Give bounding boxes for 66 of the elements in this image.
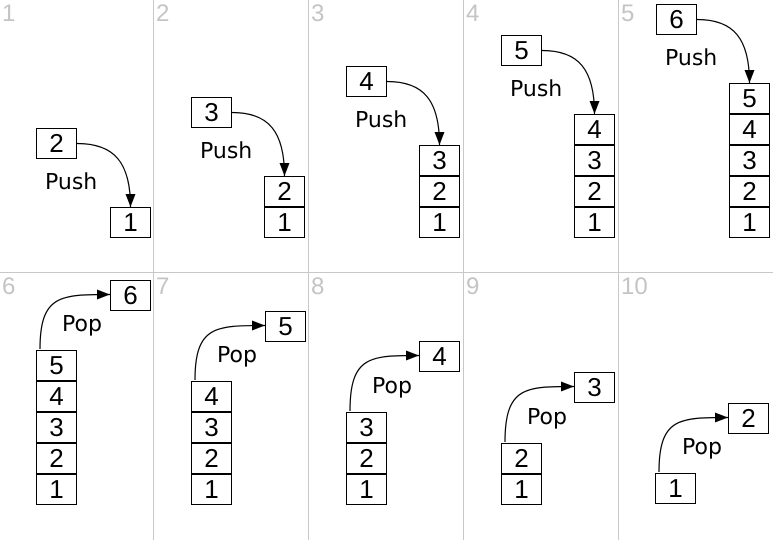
- number-box: 1: [264, 207, 305, 238]
- curved-arrow: [349, 350, 419, 412]
- number-box: 5: [729, 83, 770, 114]
- curved-arrow: [232, 112, 290, 176]
- number-box: 5: [265, 311, 306, 342]
- number-box: 4: [574, 114, 615, 145]
- edge-label: Pop: [682, 435, 722, 461]
- number-box: 1: [36, 474, 77, 505]
- number-box: 1: [729, 207, 770, 238]
- edge-label: Pop: [217, 343, 257, 369]
- number-box: 2: [574, 176, 615, 207]
- step-number: 9: [466, 274, 480, 300]
- number-box: 1: [346, 474, 387, 505]
- number-box: 2: [346, 443, 387, 474]
- number-box: 1: [110, 207, 151, 238]
- number-box: 3: [729, 145, 770, 176]
- step-number: 5: [621, 1, 634, 27]
- edge-label: Pop: [372, 374, 412, 400]
- number-box: 1: [655, 473, 696, 504]
- number-box: 3: [346, 412, 387, 443]
- number-box: 3: [191, 412, 232, 443]
- curved-arrow: [76, 142, 136, 208]
- number-box: 1: [191, 474, 232, 505]
- number-box: 4: [346, 66, 387, 97]
- step-number: 8: [311, 274, 324, 300]
- edge-label: Pop: [62, 312, 102, 338]
- curved-arrow: [39, 290, 110, 350]
- step-number: 7: [156, 274, 170, 300]
- number-box: 3: [574, 145, 615, 176]
- number-box: 2: [264, 176, 305, 207]
- step-number: 4: [466, 1, 480, 27]
- number-box: 5: [36, 350, 77, 381]
- number-box: 1: [574, 207, 615, 238]
- number-box: 2: [419, 176, 460, 207]
- curved-arrow: [194, 320, 265, 380]
- number-box: 1: [419, 207, 460, 238]
- number-box: 2: [191, 443, 232, 474]
- number-box: 5: [501, 35, 542, 66]
- step-panel: [0, 272, 154, 540]
- edge-label: Pop: [527, 405, 567, 431]
- number-box: 4: [729, 114, 770, 145]
- number-box: 4: [419, 341, 460, 372]
- number-box: 6: [656, 4, 697, 35]
- number-box: 3: [419, 145, 460, 176]
- number-box: 2: [36, 128, 77, 159]
- step-number: 3: [311, 1, 324, 27]
- number-box: 2: [729, 176, 770, 207]
- step-number: 10: [621, 274, 648, 300]
- number-box: 4: [191, 381, 232, 412]
- number-box: 1: [501, 474, 542, 505]
- number-box: 3: [36, 412, 77, 443]
- number-box: 3: [574, 372, 615, 403]
- curved-arrow: [504, 382, 574, 442]
- number-box: 4: [36, 381, 77, 412]
- step-number: 2: [156, 1, 170, 27]
- number-box: 3: [191, 97, 232, 128]
- number-box: 2: [36, 443, 77, 474]
- number-box: 2: [501, 443, 542, 474]
- curved-arrow: [696, 18, 754, 84]
- number-box: 2: [728, 403, 769, 434]
- step-number: 6: [2, 274, 16, 300]
- number-box: 6: [110, 280, 151, 311]
- curved-arrow: [386, 80, 444, 146]
- curved-arrow: [658, 412, 728, 472]
- step-number: 1: [2, 1, 16, 27]
- curved-arrow: [542, 50, 600, 114]
